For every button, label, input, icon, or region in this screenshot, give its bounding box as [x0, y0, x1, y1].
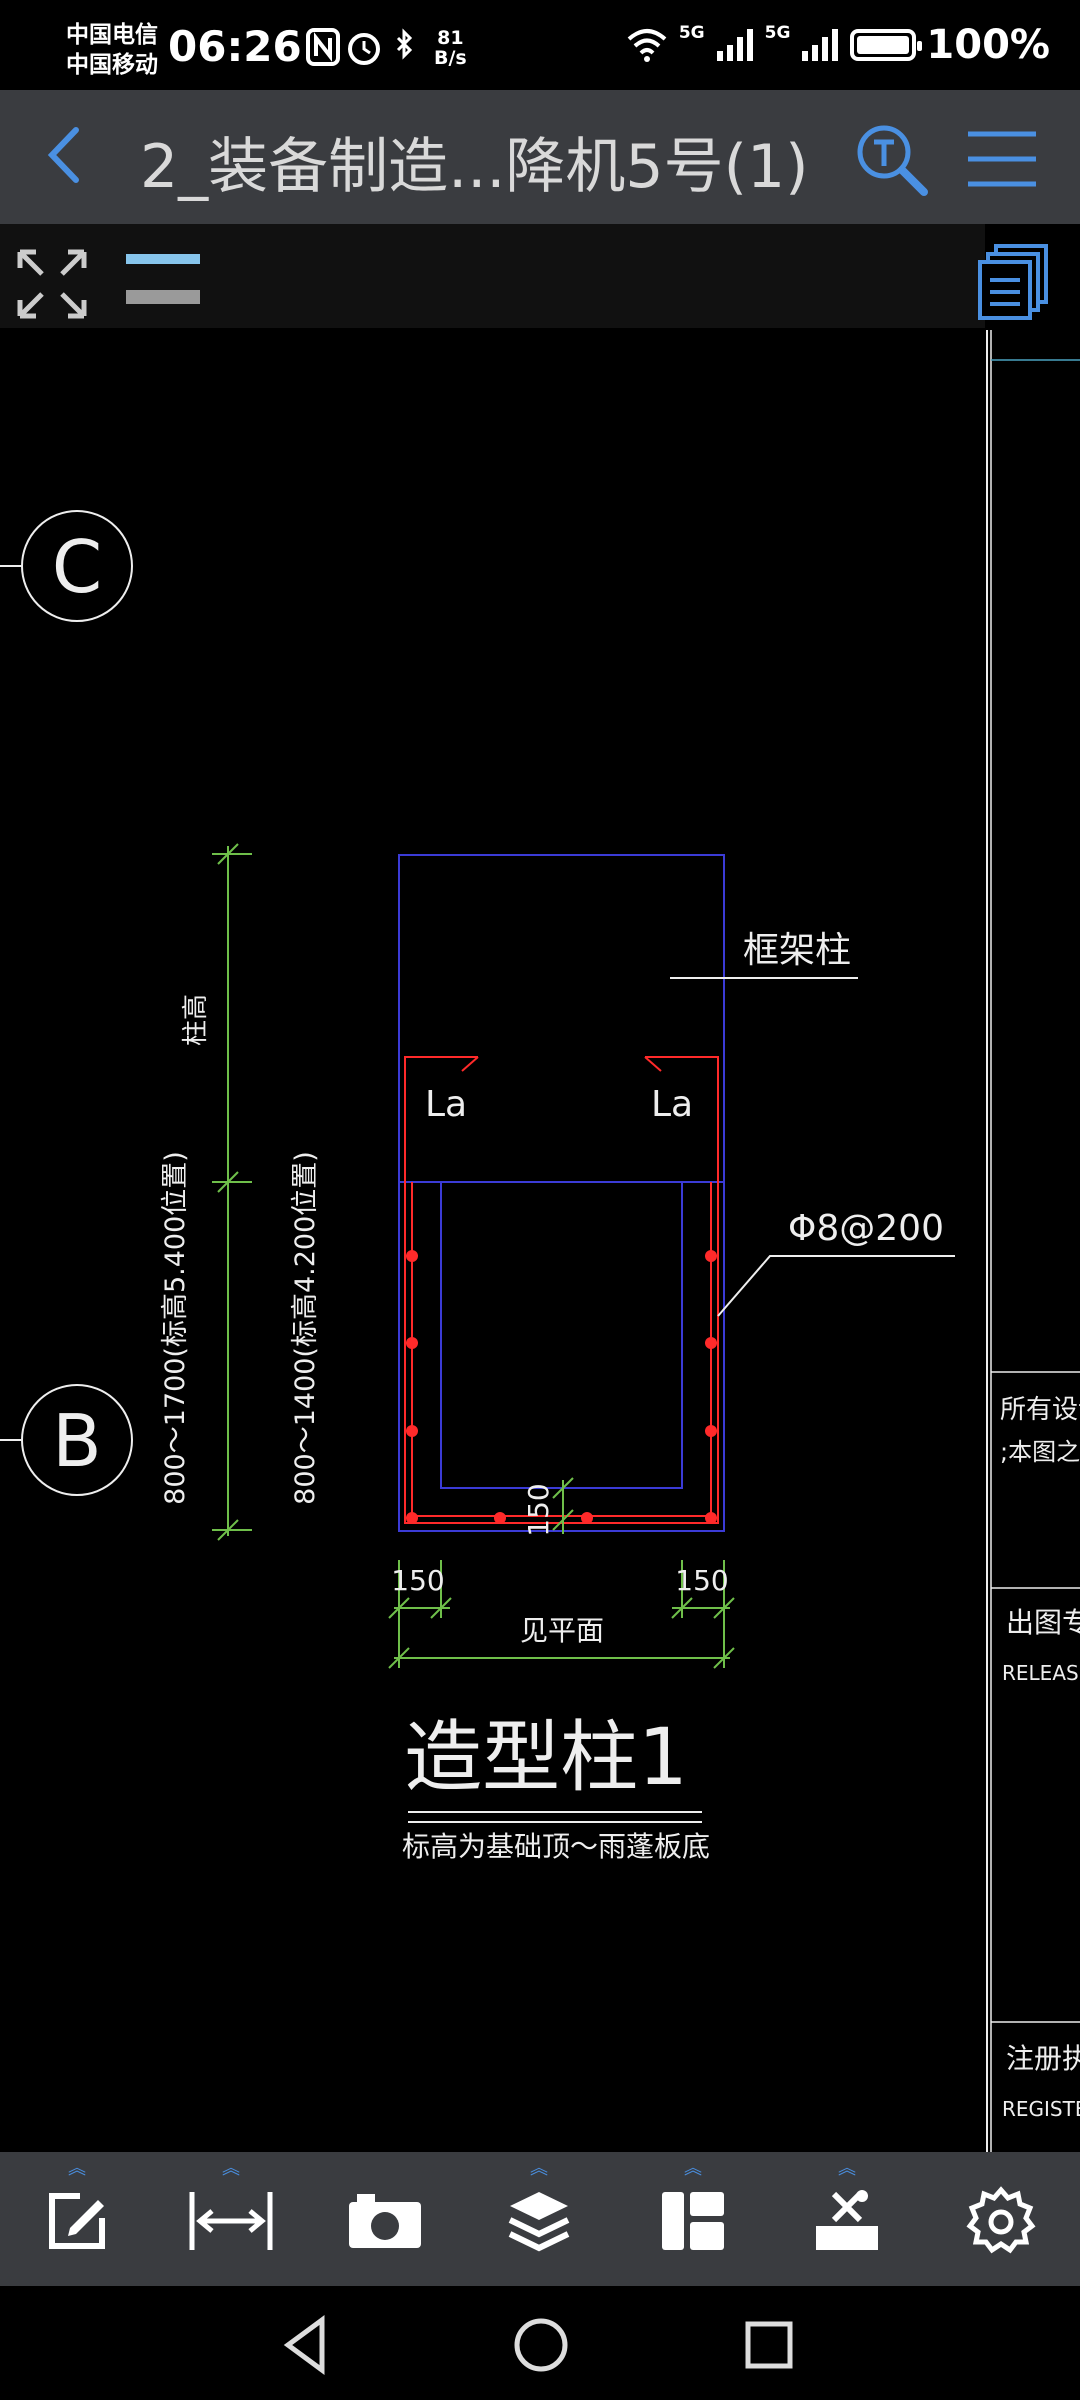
column-height-label: 柱高: [181, 994, 211, 1046]
dimension-right-label: 800～1400(标高4.200位置): [290, 1151, 321, 1505]
chevron-up-icon: ︽: [222, 2158, 240, 2179]
measure-icon: [189, 2192, 273, 2250]
grid-axis-c-label: C: [52, 525, 102, 609]
dimension-left-label: 800～1700(标高5.400位置): [160, 1151, 191, 1505]
grid-axis-b-label: B: [52, 1399, 101, 1483]
chevron-up-icon: ︽: [530, 2158, 548, 2179]
chevron-up-icon: ︽: [684, 2158, 702, 2179]
status-icons: [306, 26, 426, 79]
line-weight-toggle-icon[interactable]: [124, 248, 204, 308]
alarm-icon: [348, 33, 380, 65]
nfc-icon: [306, 28, 340, 66]
bluetooth-icon: [396, 28, 413, 60]
nav-recents-icon[interactable]: [734, 2310, 804, 2380]
view-toolstrip: [0, 224, 985, 328]
document-title: 2_装备制造...降机5号(1): [140, 132, 809, 202]
drawing-title: 造型柱1: [404, 1713, 688, 1803]
rebar-spec-leader: [717, 1255, 955, 1317]
dim-150-vertical-label: 150: [522, 1483, 555, 1536]
signal-2-label: 5G: [764, 23, 791, 43]
battery-percent: 100%: [926, 22, 1050, 68]
rebar-outline: [404, 1056, 719, 1524]
column-outline: [398, 854, 725, 1532]
horizontal-dimensions: [388, 1560, 735, 1669]
wifi-icon: [627, 29, 667, 62]
grid-axis-b: B: [0, 1384, 133, 1496]
layers-icon: [508, 2192, 570, 2252]
settings-tool[interactable]: [924, 2152, 1078, 2286]
carrier-labels: 中国电信 中国移动: [66, 20, 158, 80]
nfc-icon-glyph: [314, 32, 332, 62]
carrier-1: 中国电信: [66, 22, 158, 48]
title-bar: 2_装备制造...降机5号(1): [0, 90, 1080, 224]
rebar-spec-label: Φ8@200: [788, 1208, 944, 1249]
chevron-up-icon: ︽: [838, 2158, 856, 2179]
signal-icon-2: [802, 29, 839, 61]
vertical-dimension: [212, 843, 252, 1541]
see-plan-label: 见平面: [520, 1614, 604, 1647]
sidebar-release-cn: 出图专用: [1006, 1606, 1080, 1639]
fullscreen-icon[interactable]: [14, 246, 90, 322]
net-speed-unit: B/s: [434, 47, 467, 69]
annotate-icon: [49, 2193, 105, 2249]
battery-icon: [850, 29, 923, 61]
document-list-icon[interactable]: [978, 244, 1050, 320]
back-icon[interactable]: [36, 110, 96, 200]
system-nav-bar: [0, 2286, 1080, 2400]
drawing-subtitle: 标高为基础顶～雨蓬板底: [402, 1830, 710, 1863]
signal-icon: [716, 29, 753, 61]
camera-icon: [349, 2194, 421, 2248]
menu-icon[interactable]: [962, 124, 1042, 194]
measure-tool[interactable]: ︽: [154, 2152, 308, 2286]
frame-column-label: 框架柱: [743, 930, 851, 971]
layout-tool[interactable]: ︽: [616, 2152, 770, 2286]
annotate-tool[interactable]: ︽: [0, 2152, 154, 2286]
dim-150-right-label: 150: [675, 1564, 728, 1597]
layers-tool[interactable]: ︽: [462, 2152, 616, 2286]
sidebar-note-1: 所有设计: [1000, 1395, 1080, 1425]
grid-axis-c: C: [0, 510, 133, 622]
rebar-dots: [406, 1250, 717, 1524]
clock: 06:26: [168, 22, 302, 71]
camera-tool[interactable]: [308, 2152, 462, 2286]
alarm-icon-hands: [362, 41, 371, 55]
chevron-up-icon: ︽: [68, 2158, 86, 2179]
tools-icon: [816, 2190, 878, 2250]
layout-icon: [662, 2192, 724, 2250]
nav-home-icon[interactable]: [506, 2310, 576, 2380]
title-block-frame: [986, 330, 1080, 2152]
cad-drawing-canvas[interactable]: 所有设计 ;本图之版 出图专用 RELEASE S 注册执业 REGISTERE…: [0, 224, 1080, 2152]
sidebar-register-cn: 注册执业: [1006, 2042, 1080, 2075]
carrier-2: 中国移动: [66, 52, 158, 78]
la-right-label: La: [651, 1084, 693, 1125]
bottom-toolbar: ︽ ︽ ︽ ︽: [0, 2152, 1080, 2286]
tools-tool[interactable]: ︽: [770, 2152, 924, 2286]
dim-150-left-label: 150: [391, 1564, 444, 1597]
status-right: 5G 5G 100%: [625, 22, 1050, 68]
sidebar-note-2: ;本图之版: [1000, 1438, 1080, 1466]
signal-1-label: 5G: [678, 23, 705, 43]
sidebar-release-en: RELEASE S: [1002, 1661, 1080, 1685]
la-left-label: La: [425, 1084, 467, 1125]
nav-back-icon[interactable]: [272, 2310, 342, 2380]
dim-150-vertical: [552, 1477, 574, 1534]
net-speed-value: 81: [437, 27, 464, 49]
sidebar-register-en: REGISTERE: [1002, 2097, 1080, 2121]
text-search-icon[interactable]: [852, 120, 932, 200]
status-bar: 中国电信 中国移动 06:26 81 B/s 5G 5G: [0, 0, 1080, 90]
settings-icon: [966, 2186, 1036, 2254]
net-speed: 81 B/s: [434, 28, 467, 68]
nfc-alarm-bluetooth-icons: [306, 28, 413, 66]
